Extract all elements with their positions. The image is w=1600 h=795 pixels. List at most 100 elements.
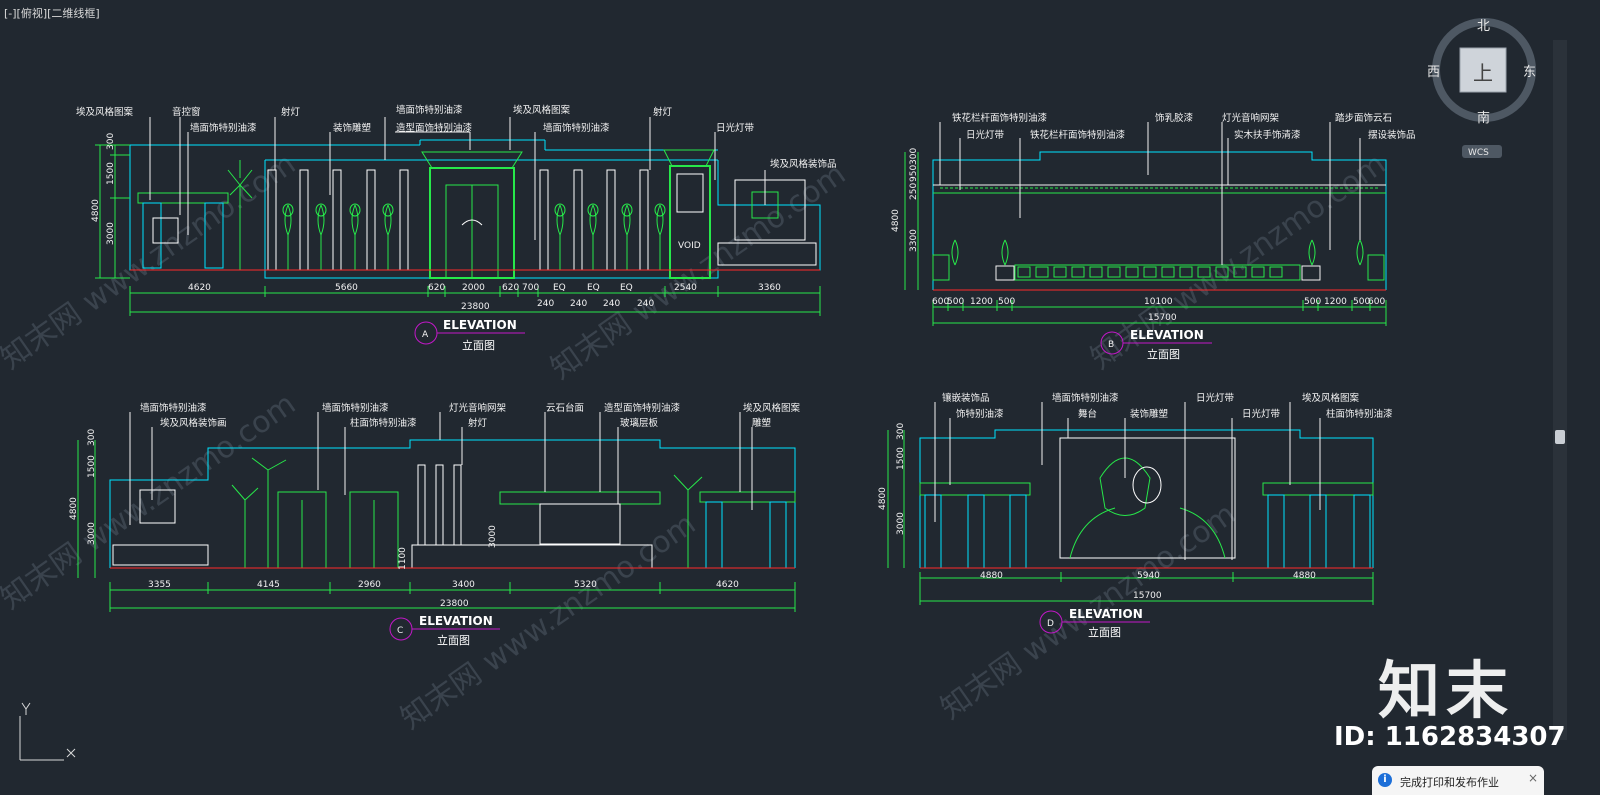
- callout: 柱面饰特别油漆: [350, 417, 417, 429]
- callout: 墙面饰特别油漆: [396, 104, 463, 116]
- dim: 4145: [257, 580, 280, 590]
- callout: 墙面饰特别油漆: [1052, 392, 1119, 404]
- callout: 踏步面饰云石: [1335, 112, 1392, 124]
- viewcube-face[interactable]: [1459, 47, 1507, 93]
- callout: 墙面饰特别油漆: [543, 122, 610, 134]
- dim: 1200: [970, 297, 993, 307]
- dim: 3355: [148, 580, 171, 590]
- marker-letter: B: [1108, 340, 1114, 350]
- dim: 2960: [358, 580, 381, 590]
- callout: 柱面饰特别油漆: [1326, 408, 1393, 420]
- watermark: 知末网 www.znzmo.com: [545, 157, 853, 387]
- dim-total: 23800: [440, 599, 469, 609]
- dim: 500: [998, 297, 1015, 307]
- callout: 云石台面: [546, 402, 584, 414]
- callout: 装饰雕塑: [1130, 408, 1169, 420]
- dim: 700: [522, 283, 539, 293]
- dim: 500: [947, 297, 964, 307]
- callout: 日光灯带: [966, 129, 1005, 141]
- scrollbar-thumb[interactable]: [1555, 430, 1565, 444]
- elevation-subtitle: 立面图: [437, 633, 470, 647]
- dim: 240: [570, 299, 587, 309]
- callout: 日光灯带: [1196, 392, 1235, 404]
- dim: 500: [1304, 297, 1321, 307]
- elevation-a-dimlines: [95, 144, 821, 316]
- dim: 4880: [980, 571, 1003, 581]
- dim: 2000: [462, 283, 485, 293]
- dim: 5320: [574, 580, 597, 590]
- dim: 3000: [87, 522, 97, 545]
- callout: 射灯: [653, 106, 673, 118]
- callout: 日光灯带: [1242, 408, 1281, 420]
- brand-logo: 知末: [1378, 654, 1515, 727]
- dim: 3000: [488, 525, 498, 548]
- callout: 舞台: [1078, 408, 1097, 420]
- callout: 墙面饰特别油漆: [322, 402, 389, 414]
- callout: 墙面饰特别油漆: [190, 122, 257, 134]
- callout: 灯光音响网架: [1222, 112, 1280, 124]
- ucs-icon: [19, 702, 76, 761]
- callout: 墙面饰特别油漆: [140, 402, 207, 414]
- elevation-c[interactable]: 墙面饰特别油漆 埃及风格装饰画 墙面饰特别油漆 柱面饰特别油漆 灯光音响网架 射…: [69, 402, 801, 647]
- dim: 4800: [91, 199, 101, 222]
- elevation-b-drawing: [932, 151, 1387, 291]
- dim: 300: [896, 423, 906, 440]
- elevation-d[interactable]: 镶嵌装饰品 饰特别油漆 墙面饰特别油漆 舞台 装饰雕塑 日光灯带 日光灯带 埃及…: [878, 392, 1393, 639]
- callout: 摆设装饰品: [1368, 129, 1416, 141]
- callout: 射灯: [468, 417, 488, 429]
- dim: 2540: [674, 283, 697, 293]
- elevation-d-drawing: [919, 429, 1374, 569]
- dim: 4800: [69, 497, 79, 520]
- viewcube[interactable]: 上 北 南 西 东 WCS: [1427, 10, 1540, 160]
- elevation-subtitle: 立面图: [1088, 625, 1121, 639]
- dim-total: 15700: [1133, 591, 1162, 601]
- dim: 4620: [716, 580, 739, 590]
- close-icon[interactable]: ×: [1527, 771, 1538, 785]
- callout: 铁花栏杆面饰特别油漆: [1030, 129, 1126, 141]
- elevation-c-dimlines: [77, 440, 796, 612]
- navigation-bar[interactable]: [1553, 40, 1567, 740]
- dim: 3360: [758, 283, 781, 293]
- marker-letter: C: [397, 626, 403, 636]
- callout: 埃及风格图案: [1302, 392, 1360, 404]
- notification-bubble[interactable]: i 完成打印和发布作业 ×: [1372, 766, 1544, 795]
- dim: 1500: [106, 162, 116, 185]
- elevation-d-dimlines: [887, 430, 1374, 605]
- elevation-b[interactable]: 铁花栏杆面饰特别油漆 日光灯带 铁花栏杆面饰特别油漆 饰乳胶漆 灯光音响网架 实…: [891, 112, 1416, 361]
- callout: 埃及风格图案: [513, 104, 571, 116]
- face-label: 上: [1473, 61, 1493, 85]
- viewport-label[interactable]: [-][俯视][二维线框]: [4, 7, 100, 20]
- dim: 1200: [1324, 297, 1347, 307]
- callout: 造型面饰特别油漆: [396, 122, 473, 134]
- callout: 灯光音响网架: [449, 402, 507, 414]
- dim: EQ: [587, 283, 600, 293]
- dim: 950: [909, 165, 919, 182]
- callout: 音控窗: [172, 106, 201, 118]
- info-icon: i: [1378, 773, 1392, 787]
- dim: EQ: [620, 283, 633, 293]
- watermark: 知末网 www.znzmo.com: [0, 147, 302, 377]
- void-label: VOID: [678, 241, 701, 251]
- drawing-canvas[interactable]: 知末网 www.znzmo.com 知末网 www.znzmo.com 知末网 …: [0, 0, 1550, 795]
- callout: 实木扶手饰清漆: [1234, 129, 1301, 141]
- marker-letter: D: [1047, 619, 1054, 629]
- compass-north: 北: [1477, 19, 1490, 34]
- callout: 埃及风格图案: [743, 402, 801, 414]
- brand-id: ID: 1162834307: [1334, 722, 1566, 752]
- dim: 500: [1353, 297, 1370, 307]
- dim: 4880: [1293, 571, 1316, 581]
- wcs-button[interactable]: [1462, 145, 1502, 158]
- elevation-b-dimlines: [904, 152, 1387, 326]
- elevation-c-drawing: [109, 439, 796, 569]
- dim: 4620: [188, 283, 211, 293]
- elevation-title: ELEVATION: [443, 318, 517, 332]
- callout: 玻璃层板: [620, 417, 659, 429]
- dim: 1100: [398, 547, 408, 570]
- elevation-title: ELEVATION: [419, 614, 493, 628]
- dim: 10100: [1144, 297, 1173, 307]
- elevation-b-leaders: [939, 122, 1361, 265]
- callout: 饰特别油漆: [956, 408, 1004, 420]
- dim-total: 23800: [461, 302, 490, 312]
- elevation-a[interactable]: VOID 埃及风格图案 音控窗 墙面饰特别油漆 射灯 装饰雕塑 墙面饰特别油漆 …: [76, 104, 837, 352]
- dim: 600: [932, 297, 949, 307]
